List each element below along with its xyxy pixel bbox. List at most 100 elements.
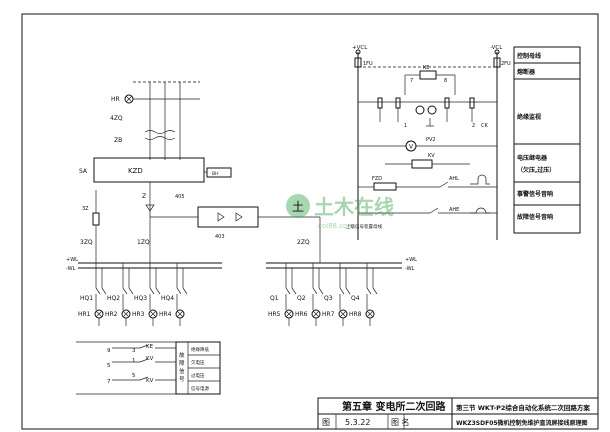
diode-block (197, 206, 259, 228)
label-plus-vcl: +VCL (352, 45, 368, 51)
label-ahl: AHL (449, 176, 459, 182)
label-z: Z (142, 193, 146, 200)
section-title: 第三节 WKT-P2综合自动化系统二次回路方案 (456, 403, 590, 412)
feeder-lamp-label: HR5 (268, 311, 281, 318)
label-7: 7 (410, 78, 413, 84)
label-8: 8 (444, 78, 447, 84)
signal-row-source: 信号电源 (191, 385, 209, 392)
label-ck: CK (481, 123, 488, 129)
signal-table: 故 障 信 号 绝缘降低 欠电压 过电压 信号电源 9 5 7 3 1 5 KE… (76, 341, 221, 395)
feeder-breaker-label: Q4 (351, 295, 360, 302)
signal-num-7: 7 (107, 379, 111, 385)
legend-insulation-monitor: 绝缘监视 (517, 113, 541, 121)
legend-control-bus: 控制母线 (517, 52, 541, 60)
drawing-number: 5.3.22 (345, 418, 370, 427)
feeder-lamp-label: HR3 (132, 311, 145, 318)
label-kv: KV (428, 153, 435, 159)
label-2: 2 (472, 123, 475, 129)
title-block: 第五章 变电所二次回路 第三节 WKT-P2综合自动化系统二次回路方案 图 5.… (317, 397, 599, 430)
watermark: 土 土木在线 coi88.com (286, 194, 394, 230)
label-bus-minus-left: -WL (66, 266, 76, 272)
label-pv: PV2 (426, 137, 436, 143)
relay-ke (419, 70, 437, 80)
feeder-breaker-label: Q2 (297, 295, 306, 302)
feeder-lamp-label: HR2 (105, 311, 118, 318)
rectifier-diode (145, 204, 155, 212)
dc-bus-left: +WL -WL (66, 257, 222, 272)
bell-icon (470, 207, 490, 214)
signal-num-5b: 5 (132, 373, 136, 379)
monitoring-circuit: +VCL -VCL 1FU 2FU KE 7 8 1 2 CK V PV2 (346, 45, 511, 240)
watermark-glyph: 土 (292, 200, 304, 214)
signal-vertical-1: 故 (179, 351, 185, 359)
label-bus-minus-right: -WL (405, 266, 415, 272)
drawing-border (21, 13, 599, 430)
chapter-title: 第五章 变电所二次回路 (342, 400, 446, 413)
horn-icon (470, 174, 490, 185)
label-1fu: 1FU (363, 61, 373, 67)
label-kzd: KZD (128, 167, 143, 175)
charger-circuit: HR 4ZQ ZB KZD SA BH Z 405 1ZQ 3Z 3ZQ (79, 81, 321, 263)
label-zb: ZB (114, 137, 122, 144)
signal-num-1: 1 (132, 358, 136, 364)
feeder-lamp-label: HR6 (295, 311, 308, 318)
transformer-zb (144, 130, 176, 134)
label-1zq: 1ZQ (137, 239, 150, 246)
fuse-2fu (493, 57, 501, 68)
feeder-breaker-label: HQ4 (161, 295, 174, 302)
legend-voltage-relay: 电压继电器 (517, 154, 548, 162)
signal-num-3: 3 (132, 348, 136, 354)
label-bus-plus-left: +WL (66, 257, 78, 263)
signal-vertical-4: 号 (179, 376, 185, 383)
label-3z: 3Z (82, 206, 89, 212)
label-hr: HR (111, 96, 120, 103)
feeder-breaker-label: Q3 (324, 295, 333, 302)
watermark-url: coi88.com (318, 222, 354, 230)
signal-num-5: 5 (107, 363, 111, 369)
label-bh: BH (212, 171, 218, 177)
label-4zq: 4ZQ (110, 115, 123, 122)
feeder-lamp-label: HR4 (159, 311, 172, 318)
signal-row-overvoltage: 过电压 (191, 372, 205, 379)
signal-tag-kv2: KV (146, 378, 154, 384)
signal-vertical-3: 信 (179, 367, 185, 375)
label-ahe: AHE (449, 207, 459, 213)
label-2fu: 2FU (501, 61, 511, 67)
label-1: 1 (404, 123, 407, 129)
feeder-lamp-label: HR8 (349, 311, 362, 318)
label-minus-vcl: -VCL (490, 45, 503, 51)
label-bus-plus-right: +WL (405, 257, 417, 263)
signal-tag-ke: KE (146, 344, 154, 350)
label-3zq: 3ZQ (80, 239, 93, 246)
watermark-text: 土木在线 (314, 195, 394, 219)
legend-fuse: 熔断器 (517, 68, 536, 76)
dc-bus-right: +WL -WL (266, 257, 417, 272)
controller-kzd (93, 157, 205, 183)
label-405: 405 (175, 194, 185, 200)
feeder-breaker-label: HQ3 (134, 295, 147, 302)
feeder-lamp-label: HR1 (78, 311, 91, 318)
signal-num-9: 9 (107, 348, 111, 354)
feeder-breaker-label: Q1 (270, 295, 279, 302)
label-feed-note: 上级信号装置母线 (346, 223, 382, 230)
signal-tag-kv1: KV (146, 356, 154, 362)
legend-fault-signal: 故障信号音响 (517, 213, 553, 221)
label-v-symbol: V (409, 144, 414, 151)
relay-kv (411, 159, 433, 169)
legend-voltage-note: （欠压,过压） (517, 166, 555, 174)
function-legend: 控制母线 熔断器 绝缘监视 电压继电器 （欠压,过压） 事警信号音响 故障信号音… (513, 46, 581, 234)
legend-accident-signal: 事警信号音响 (517, 190, 553, 198)
label-sa: SA (79, 168, 88, 175)
label-ke: KE (423, 65, 429, 71)
signal-row-insulation: 绝缘降低 (191, 346, 209, 353)
drawing-number-label: 图 (322, 418, 330, 427)
